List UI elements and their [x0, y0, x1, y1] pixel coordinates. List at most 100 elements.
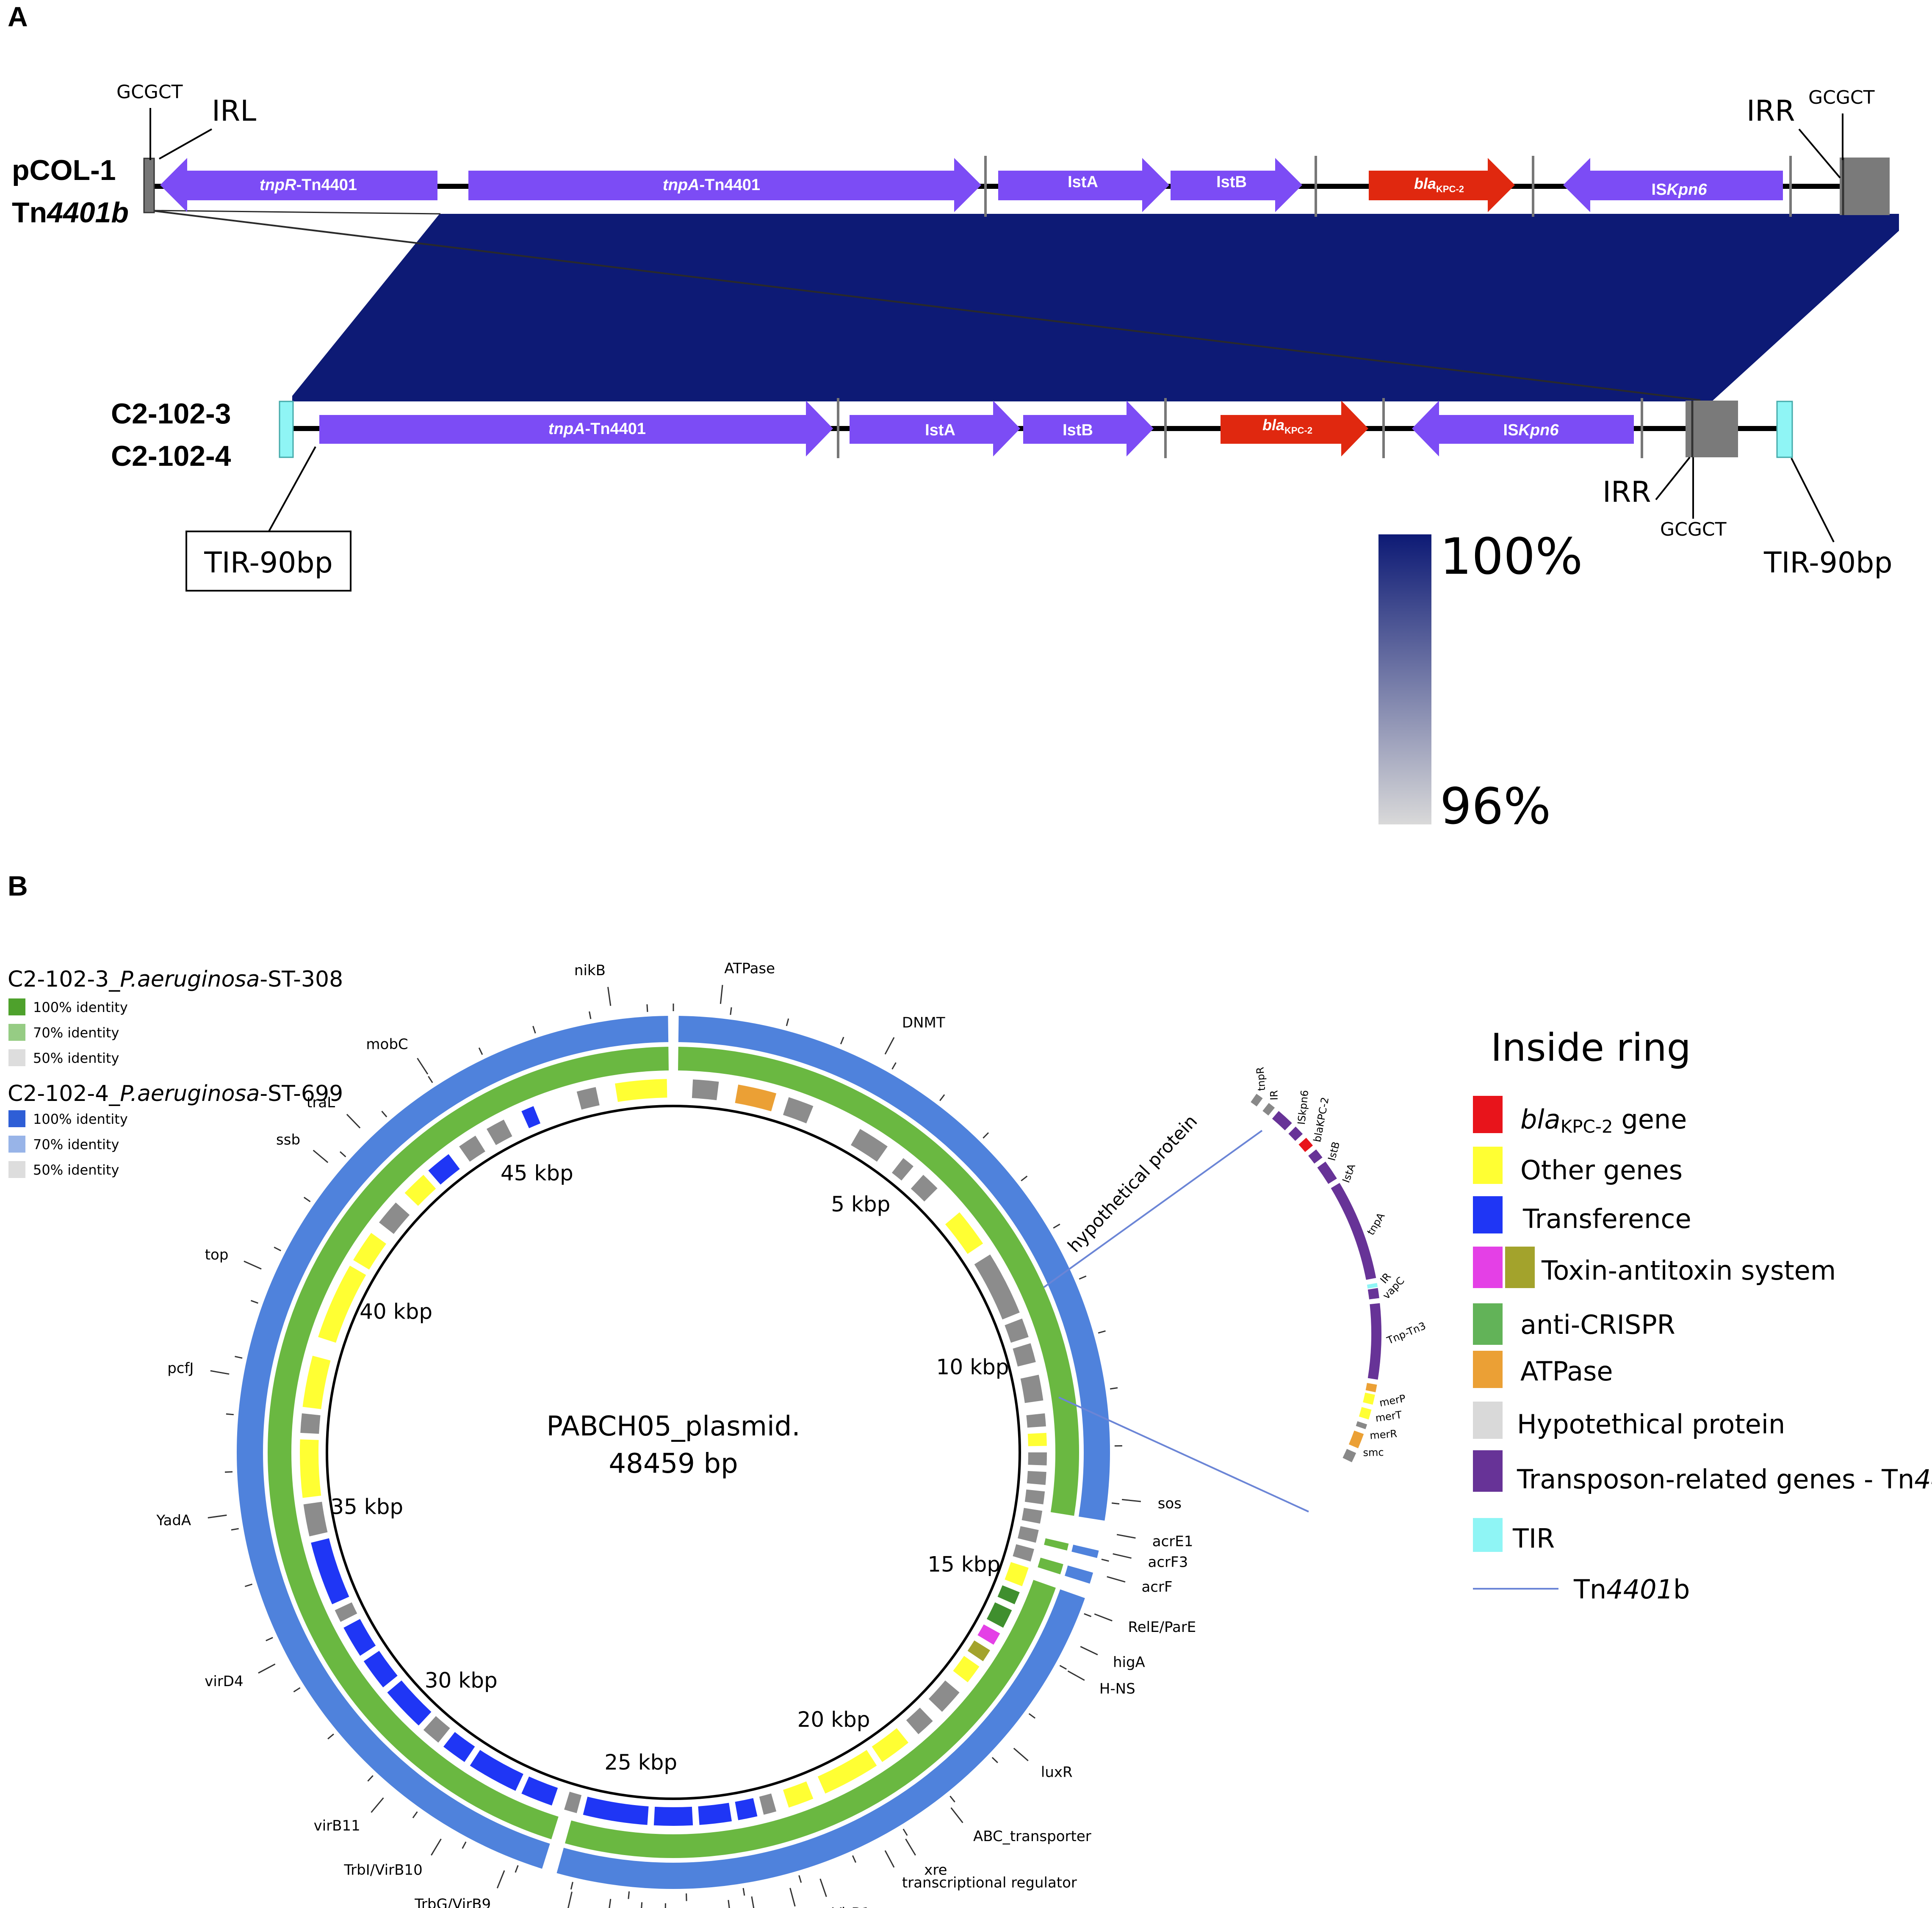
tick	[274, 1247, 281, 1252]
gene-tnpA-arrow-bottom	[319, 401, 833, 456]
tick	[327, 1734, 334, 1739]
legend-swatch-dark-purple	[1473, 1450, 1503, 1492]
tick	[266, 1637, 273, 1642]
label-pointer	[609, 1899, 612, 1908]
kbp-label: 30 kbp	[425, 1668, 498, 1693]
annotation-gcgct-left: GCGCT	[116, 81, 183, 103]
tick	[1084, 1613, 1092, 1618]
panel-label-b: B	[8, 870, 28, 901]
tick	[939, 1094, 945, 1101]
gene-arc	[692, 1079, 719, 1101]
legend-item: 100% identity	[33, 1111, 128, 1127]
tick	[250, 1300, 258, 1304]
zoom-label: IstB	[1326, 1140, 1342, 1162]
legend-item: 50% identity	[33, 1050, 119, 1066]
gene-arc	[1026, 1413, 1046, 1428]
legend-swatch-grey-50b	[8, 1161, 25, 1178]
gene-arc	[759, 1793, 777, 1815]
zoom-label: IstA	[1340, 1162, 1358, 1184]
gene-arc	[428, 1154, 460, 1185]
outer-label: ssb	[276, 1131, 300, 1148]
gene-arc	[379, 1202, 410, 1234]
irr-box	[1840, 158, 1890, 215]
tick	[891, 1062, 897, 1070]
gene-arc	[343, 1619, 376, 1656]
zoom-gene-arc	[1365, 1383, 1377, 1392]
gene-IstB-label: IstB	[1216, 173, 1247, 191]
gene-tnpA-label: tnpA-Tn4401	[663, 176, 760, 194]
tick	[428, 1076, 433, 1083]
pointer-irl	[159, 128, 212, 160]
label-pointer	[417, 1058, 429, 1075]
inside-ring-legend: Inside ring blaKPC-2 gene Other genes Tr…	[1473, 1026, 1932, 1605]
tick	[1028, 1713, 1036, 1719]
label-pointer	[244, 1261, 262, 1270]
gene-arc	[653, 1806, 693, 1826]
gene-arc	[564, 1792, 582, 1813]
label-pointer	[346, 1114, 361, 1128]
zoom-gene-arc	[1251, 1094, 1263, 1107]
label-pointer	[567, 1891, 573, 1908]
gene-IstA-label-bottom: IstA	[925, 421, 955, 439]
outer-ticks	[224, 1004, 1122, 1901]
legend-transposon: Transposon-related genes - Tn4401b	[1517, 1464, 1932, 1495]
gene-arc	[387, 1680, 432, 1726]
track-label-tn4401b: Tn4401b	[12, 196, 129, 229]
legend-swatch-green	[1473, 1303, 1503, 1345]
gene-arc	[735, 1084, 777, 1112]
gene-arc	[576, 1087, 600, 1110]
label-pointer	[371, 1797, 384, 1813]
ring-gap	[668, 1014, 679, 1073]
tick	[1059, 1665, 1067, 1670]
gene-arc	[1021, 1508, 1043, 1524]
label-pointer	[950, 1807, 963, 1823]
gene-IstA-arrow-bottom	[850, 401, 1020, 456]
tick	[902, 1828, 908, 1836]
kbp-label: 45 kbp	[501, 1161, 573, 1185]
tick	[515, 1865, 519, 1873]
gene-tnpR-arrow	[160, 158, 437, 212]
zoom-gene-arc	[1298, 1137, 1313, 1152]
zoom-gene-arc	[1348, 1430, 1364, 1449]
legend-other-genes: Other genes	[1520, 1155, 1683, 1186]
outer-label: higA	[1113, 1654, 1145, 1671]
plasmid-map: ATPaseDNMTsosacrE1acrF3acrFRelE/ParEhigA…	[156, 960, 1201, 1908]
outer-label: mobC	[366, 1036, 408, 1053]
zoom-gene-arc	[1367, 1303, 1382, 1380]
track-label-c2-102-4: C2-102-4	[111, 440, 231, 472]
legend-transference: Transference	[1522, 1203, 1691, 1234]
gene-ISKpn6-arrow	[1563, 158, 1783, 212]
panel-label-a: A	[8, 1, 28, 32]
gene-IstB-label-bottom: IstB	[1063, 421, 1093, 439]
annotation-tir-right: TIR-90bp	[1763, 546, 1892, 580]
track-c2-102: C2-102-3 C2-102-4 tnpA-Tn4401 IstA IstB …	[111, 398, 1892, 592]
tick	[589, 1011, 592, 1019]
label-pointer	[728, 1900, 730, 1908]
tick	[742, 1888, 745, 1896]
gene-arc	[404, 1175, 436, 1206]
label-pointer	[208, 1514, 227, 1518]
plasmid-length: 48459 bp	[609, 1448, 738, 1479]
ring-gap	[1043, 1512, 1107, 1551]
outer-label: transcriptional regulator	[902, 1874, 1077, 1891]
annotation-irl: IRL	[212, 94, 256, 128]
label-pointer	[819, 1878, 827, 1897]
label-pointer	[607, 987, 612, 1006]
tick	[478, 1047, 483, 1055]
legend-tir: TIR	[1512, 1523, 1555, 1554]
gene-arc	[1024, 1489, 1045, 1504]
legend-swatch-orange	[1473, 1351, 1503, 1388]
annotation-tir-left: TIR-90bp	[204, 546, 332, 580]
gene-arc	[945, 1212, 983, 1254]
ring-gaps	[541, 1014, 1107, 1875]
gene-arc	[735, 1798, 758, 1820]
tick	[786, 1018, 789, 1026]
tick	[840, 1037, 844, 1045]
gene-IstB-arrow	[1171, 158, 1302, 212]
outer-labels: ATPaseDNMTsosacrE1acrF3acrFRelE/ParEhigA…	[156, 960, 1196, 1908]
label-pointer	[1116, 1534, 1136, 1539]
ring-backbone	[326, 1105, 1021, 1800]
outer-label: RelE/ParE	[1128, 1619, 1196, 1636]
outer-label: H-NS	[1099, 1681, 1135, 1698]
gene-arc	[335, 1602, 357, 1622]
